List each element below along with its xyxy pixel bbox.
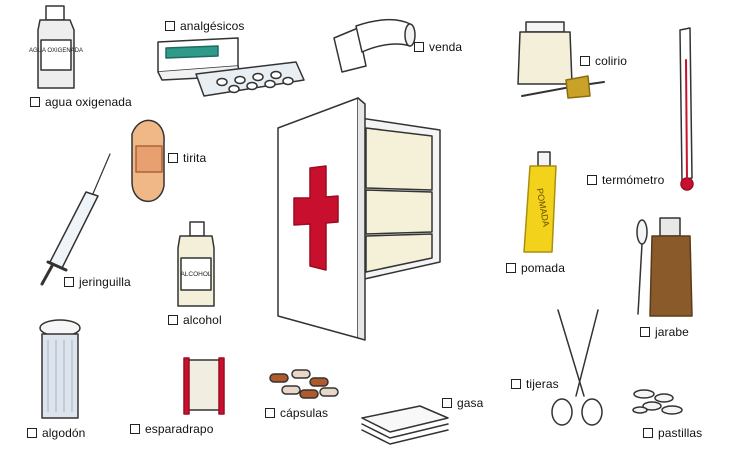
checkbox[interactable] [130,424,140,434]
item-jarabe[interactable]: jarabe [640,325,689,339]
item-label: tirita [183,151,207,165]
item-label: gasa [457,396,484,410]
item-label: jeringuilla [79,275,131,289]
checkbox[interactable] [414,42,424,52]
item-venda[interactable]: venda [414,40,462,54]
red-cross-icon [293,165,339,271]
checkbox[interactable] [511,379,521,389]
cotton-roll-image [39,319,81,419]
item-label: alcohol [183,313,222,327]
alcohol-label-text: ALCOHOL [180,271,211,278]
checkbox[interactable] [27,428,37,438]
scissors-image [551,309,603,426]
item-analgesicos[interactable]: analgésicos [165,19,244,33]
hydrogen-peroxide-bottle-image: AGUA OXIGENADA [29,5,83,89]
adhesive-tape-image [183,357,225,415]
item-label: pomada [521,261,565,275]
checkbox[interactable] [587,175,597,185]
checkbox[interactable] [643,428,653,438]
item-label: algodón [42,426,86,440]
item-label: venda [429,40,463,54]
item-label: analgésicos [180,19,245,33]
item-label: pastillas [658,426,703,440]
item-gasa[interactable]: gasa [442,396,483,410]
item-label: agua oxigenada [45,95,132,109]
item-tirita[interactable]: tirita [168,151,206,165]
item-label: termómetro [602,173,665,187]
checkbox[interactable] [30,97,40,107]
item-jeringuilla[interactable]: jeringuilla [64,275,131,289]
checkbox[interactable] [168,315,178,325]
item-capsulas[interactable]: cápsulas [265,406,328,420]
painkillers-box-image [157,37,305,97]
checkbox[interactable] [168,153,178,163]
item-esparadrapo[interactable]: esparadrapo [130,422,213,436]
item-termometro[interactable]: termómetro [587,173,664,187]
item-label: tijeras [526,377,559,391]
pills-image [632,389,683,415]
checkbox[interactable] [165,21,175,31]
medicine-cabinet-image [277,97,441,341]
item-tijeras[interactable]: tijeras [511,377,559,391]
checkbox[interactable] [506,263,516,273]
item-colirio[interactable]: colirio [580,54,627,68]
checkbox[interactable] [580,56,590,66]
item-label: colirio [595,54,628,68]
checkbox[interactable] [640,327,650,337]
item-algodon[interactable]: algodón [27,426,85,440]
item-label: esparadrapo [145,422,214,436]
item-agua-oxigenada[interactable]: agua oxigenada [30,95,132,109]
item-label: jarabe [655,325,689,339]
item-alcohol[interactable]: alcohol [168,313,222,327]
eye-drops-image [517,21,605,99]
bandage-roll-image [333,19,416,73]
item-label: cápsulas [280,406,329,420]
capsules-image [269,369,339,399]
bottle-label-text: AGUA OXIGENADA [29,48,83,54]
item-pomada[interactable]: pomada [506,261,565,275]
syrup-bottle-image [636,217,693,317]
item-pastillas[interactable]: pastillas [643,426,702,440]
band-aid-image [131,119,165,203]
ointment-tube-image: POMADA [523,151,557,253]
checkbox[interactable] [265,408,275,418]
thermometer-image [679,27,694,191]
checkbox[interactable] [64,277,74,287]
gauze-pads-image [361,405,449,445]
alcohol-bottle-image: ALCOHOL [177,221,215,307]
checkbox[interactable] [442,398,452,408]
syringe-image [40,153,111,286]
